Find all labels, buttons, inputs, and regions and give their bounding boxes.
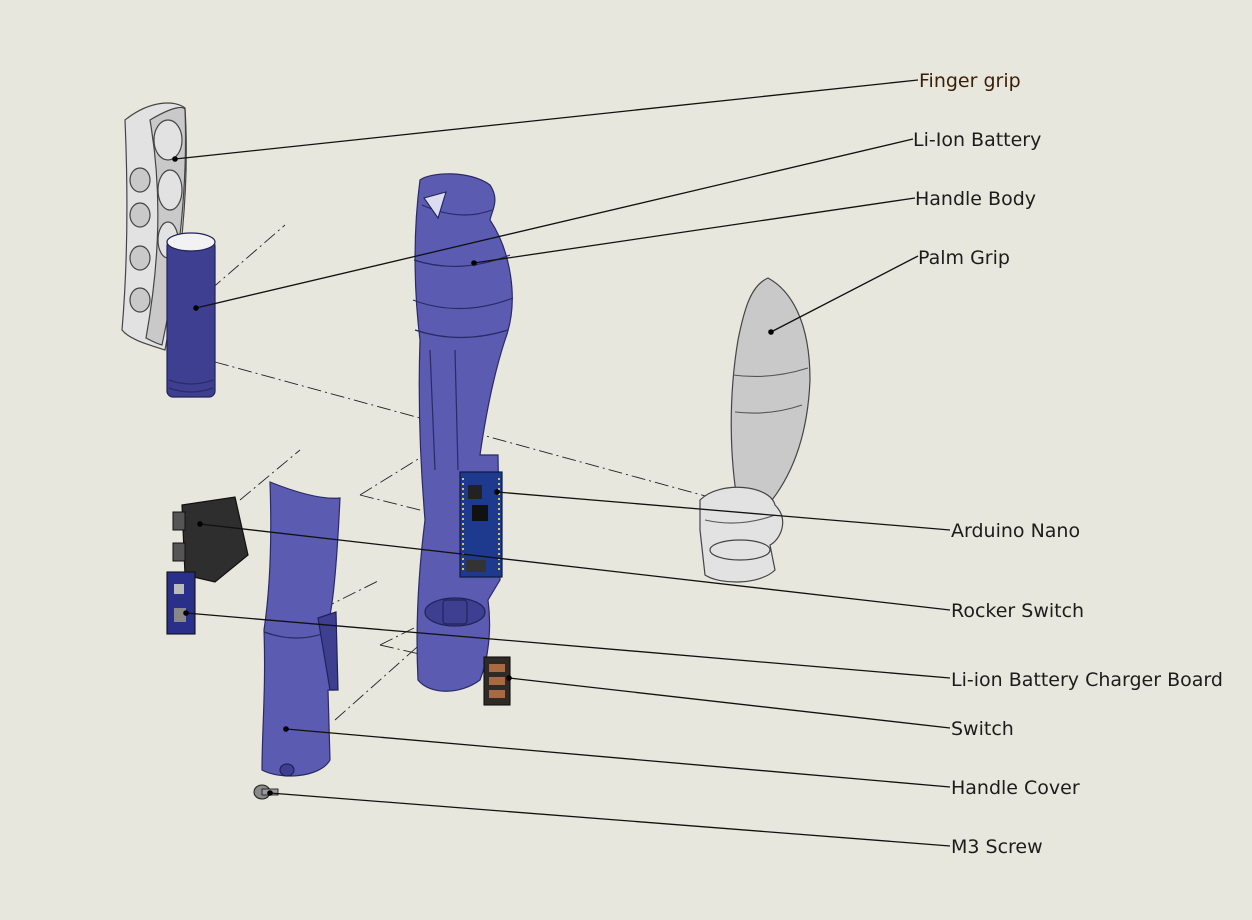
label-finger-grip: Finger grip [919,70,1021,92]
label-palm-grip: Palm Grip [918,247,1010,269]
label-rocker-switch: Rocker Switch [951,600,1084,622]
label-handle-body: Handle Body [915,188,1036,210]
leader-lines [172,79,951,847]
arduino-nano-part [459,471,503,578]
switch-part [483,656,511,706]
handle-body-part [412,173,514,692]
label-charger-board: Li-ion Battery Charger Board [951,669,1223,691]
label-handle-cover: Handle Cover [951,777,1080,799]
handle-cover-part [261,481,341,777]
part-labels: Finger grip Li-Ion Battery Handle Body P… [913,70,1223,858]
label-m3-screw: M3 Screw [951,836,1043,858]
li-ion-battery-part [166,232,216,398]
label-arduino-nano: Arduino Nano [951,520,1080,542]
m3-screw-part [253,784,279,800]
label-switch: Switch [951,718,1014,740]
charger-board-part [166,571,196,635]
rocker-switch-part [172,496,249,583]
label-li-ion-battery: Li-Ion Battery [913,129,1041,151]
palm-grip-part [699,277,811,583]
finger-grip-part [121,102,187,351]
